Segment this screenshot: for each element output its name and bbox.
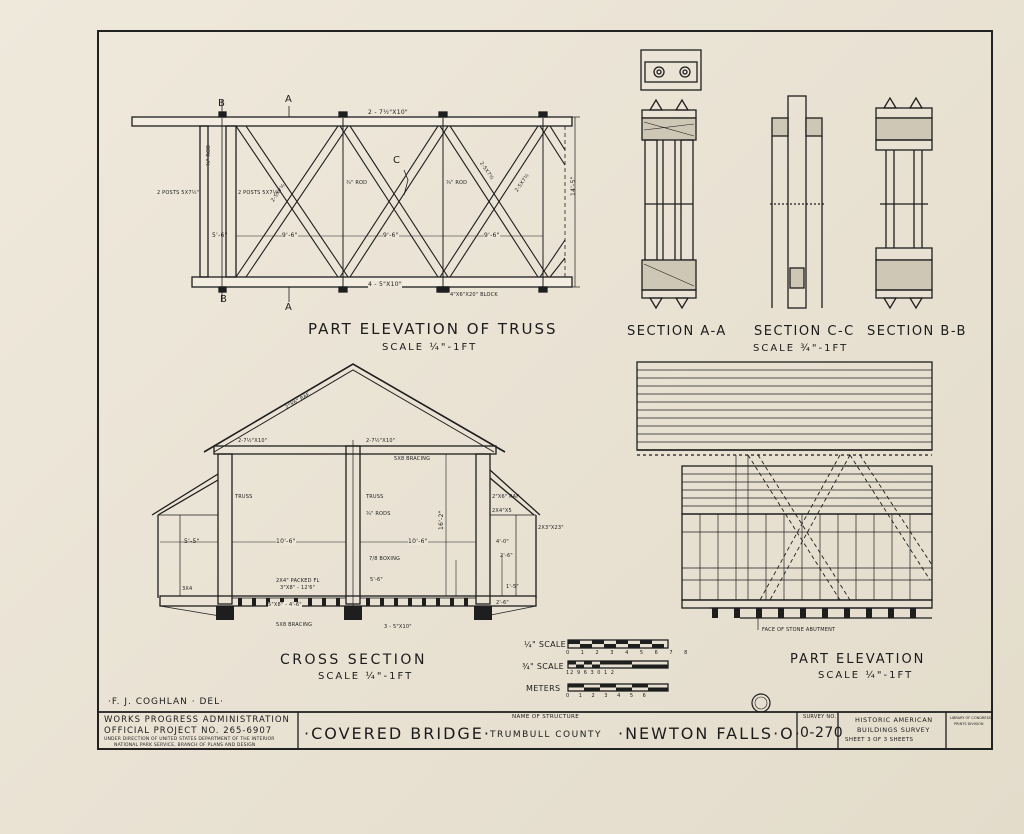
scale-meters-ticks: 0 1 2 3 4 5 6 — [566, 693, 650, 699]
cross-label-post-height: 4'-0" — [496, 539, 509, 545]
cross-label-side-left: 5'-5" — [184, 538, 200, 545]
library-stamp-1: Library of Congress — [950, 716, 992, 720]
section-a-a — [641, 98, 697, 310]
scale-meters-label: Meters — [526, 684, 561, 693]
truss-label-panel-1: 9'-6" — [282, 232, 298, 239]
sheet-number: Sheet 3 of 3 Sheets — [845, 737, 914, 743]
truss-label-end-panel: 5'-6" — [212, 232, 228, 239]
cross-label-floor: 2x4" Packed Fl — [276, 578, 320, 584]
section-views — [640, 49, 933, 310]
cross-label-d4: 3x4 — [182, 586, 193, 592]
cross-label-tie-right: 2-7½"x10" — [366, 438, 396, 444]
cross-section-title: Cross Section — [280, 652, 427, 668]
agency-line-4: National Park Service, Branch of Plans a… — [114, 743, 256, 748]
truss-label-block: 4"x6"x20" Block — [450, 292, 498, 298]
scale-three-quarter-label: ¾" Scale — [522, 662, 565, 671]
cross-label-r1: 2"x6" Raf — [492, 494, 520, 500]
sections-scale: Scale ¾"-1Ft — [753, 343, 849, 354]
section-marker-c: C — [393, 155, 401, 166]
truss-elevation-title: Part Elevation Of Truss — [308, 320, 558, 338]
section-a-a-title: Section A-A — [627, 324, 727, 339]
cross-label-boxing: 7/8 Boxing — [369, 556, 401, 562]
cross-label-truss-left: Truss — [235, 494, 253, 500]
cross-label-d2: 5'-6" — [370, 577, 383, 583]
section-b-b — [875, 96, 933, 310]
section-marker-a-bottom: A — [285, 302, 293, 313]
survey-label: Survey No. — [803, 714, 837, 720]
truss-label-posts-right: 2 Posts 5x7½" — [238, 190, 281, 196]
section-c-c — [770, 95, 826, 309]
truss-label-height: 14'-5" — [570, 176, 577, 196]
cross-label-d3: 1'-5" — [506, 584, 519, 590]
part-elevation-title: Part Elevation — [790, 652, 926, 667]
truss-elevation — [131, 100, 580, 302]
delineator-credit: ·F. J. Coghlan · Del· — [108, 697, 224, 707]
cross-label-bottom-chord: 3 - 5"x10" — [384, 624, 412, 630]
part-elevation-scale: Scale ¼"-1Ft — [818, 670, 914, 681]
section-b-b-title: Section B-B — [867, 324, 967, 339]
truss-label-rod-center-2: ¾" Rod — [446, 180, 468, 186]
truss-label-panel-3: 9'-6" — [484, 232, 500, 239]
truss-label-panel-2: 9'-6" — [383, 232, 399, 239]
habs-line-2: Buildings Survey — [857, 726, 930, 734]
section-marker-b-bottom: B — [220, 294, 228, 305]
scale-three-quarter-ticks: 12 9 6 3 0 1 2 — [566, 670, 615, 676]
truss-label-posts-left: 2 Posts 5x7½" — [157, 190, 200, 196]
cross-label-bracing: 5x8 Bracing — [394, 456, 431, 462]
truss-label-rod-center-1: ¾" Rod — [346, 180, 368, 186]
sheet-border — [97, 30, 993, 750]
cross-label-d5: 2'-6" — [496, 600, 509, 606]
section-c-c-title: Section C-C — [754, 324, 855, 339]
part-elevation-note: Face Of Stone Abutment — [762, 627, 836, 633]
truss-label-top-chord: 2 - 7½"x10" — [368, 109, 408, 116]
agency-line-3: Under Direction of United States Departm… — [104, 737, 275, 742]
agency-line-1: Works Progress Administration — [104, 715, 290, 725]
habs-line-1: Historic American — [855, 716, 933, 724]
agency-line-2: Official Project No. 265-6907 — [104, 726, 273, 736]
cross-label-joists: 3"x8" - 12'6" — [280, 585, 316, 591]
cross-label-d1: 2'-6" — [500, 553, 513, 559]
cross-section-scale: Scale ¼"-1Ft — [318, 671, 414, 682]
cross-label-beam: 5"x8" - 4'-6" — [268, 602, 302, 608]
cross-label-rods: ¾" Rods — [366, 511, 391, 517]
cross-label-span-right: 10'-6" — [408, 538, 428, 545]
scale-quarter-label: ¼" Scale — [524, 640, 567, 649]
section-marker-b-top: B — [218, 98, 226, 109]
truss-elevation-scale: Scale ¼"-1Ft — [382, 342, 478, 353]
truss-label-rod: ¾" Rod — [206, 144, 212, 166]
town-name: ·Newton Falls·O· — [618, 724, 802, 743]
cross-label-height: 16'-2" — [438, 510, 445, 530]
survey-number: 0-270 — [800, 725, 844, 741]
cross-label-tie-left: 2-7½"x10" — [238, 438, 268, 444]
library-stamp-2: Prints Division — [954, 722, 984, 726]
section-marker-a-top: A — [285, 94, 293, 105]
scale-quarter-ticks: 0 1 2 3 4 5 6 7 8 — [566, 650, 693, 656]
cross-label-bottom-bracing: 5x8 Bracing — [276, 622, 313, 628]
cross-section — [151, 363, 541, 620]
structure-name-label: Name of Structure — [512, 714, 580, 720]
truss-label-bottom-chord: 4 - 5"x10" — [368, 281, 402, 288]
cross-label-r3: 2x3"x23" — [538, 525, 564, 531]
cross-label-r2: 2x4"x5 — [492, 508, 512, 514]
part-elevation — [636, 361, 933, 630]
structure-name: ·Covered Bridge· — [304, 724, 491, 743]
graphic-scales — [567, 639, 669, 692]
cross-label-truss-center: Truss — [366, 494, 384, 500]
county-name: Trumbull County — [490, 730, 602, 740]
cross-label-span-left: 10'-6" — [276, 538, 296, 545]
